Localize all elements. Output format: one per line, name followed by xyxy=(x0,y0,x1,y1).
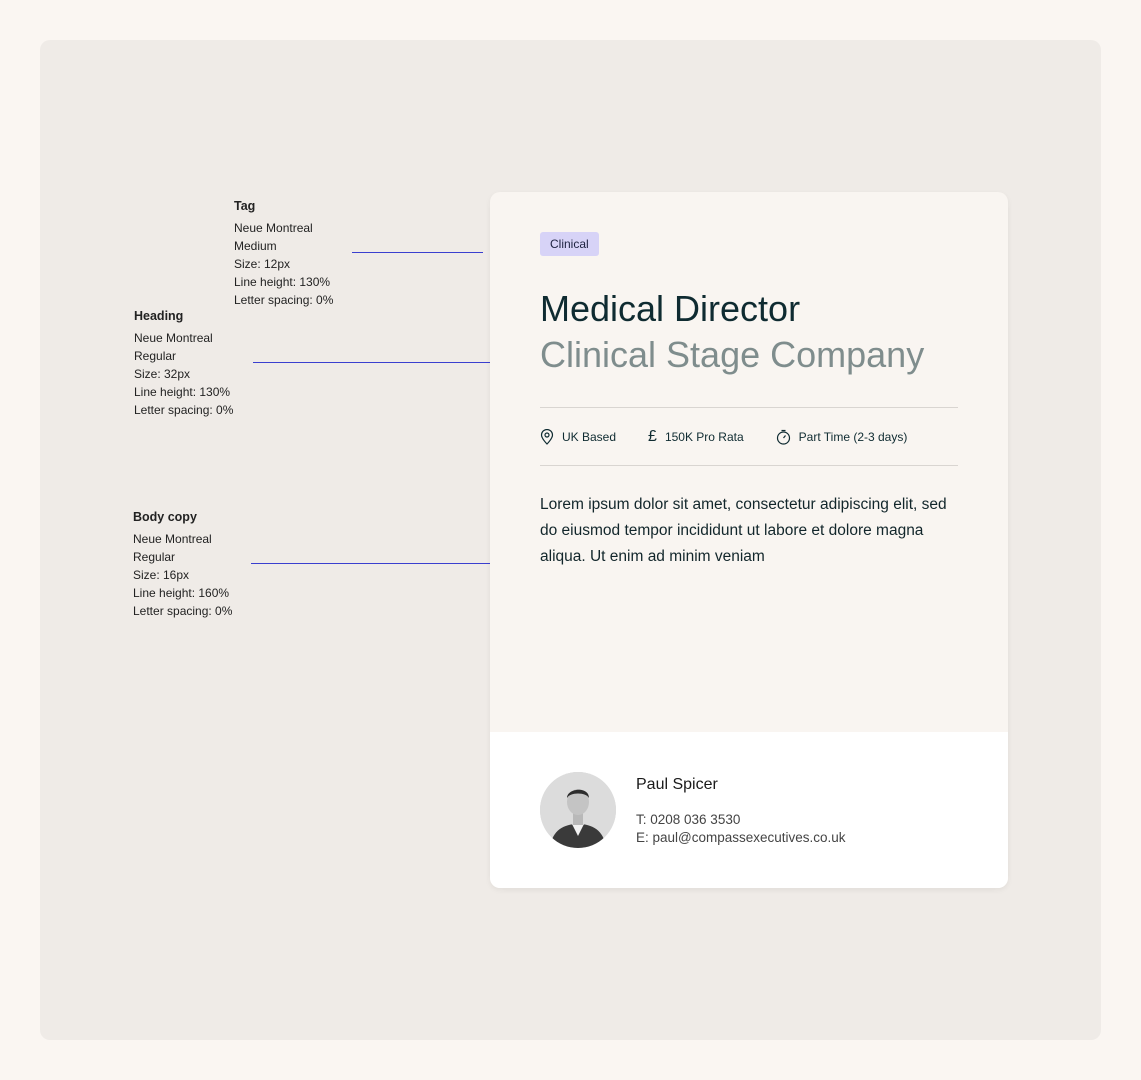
annotation-heading-title: Heading xyxy=(134,309,184,323)
annotation-heading: Heading Neue Montreal Regular Size: 32px… xyxy=(134,307,233,419)
annotation-tag-line: Size: 12px xyxy=(234,257,291,271)
annotation-body-line: Regular xyxy=(133,550,176,564)
annotation-body-line: Neue Montreal xyxy=(133,532,212,546)
map-pin-icon xyxy=(540,429,554,445)
annotation-tag-title: Tag xyxy=(234,199,256,213)
annotation-tag-line: Medium xyxy=(234,239,277,253)
annotation-tag: Tag Neue Montreal Medium Size: 12px Line… xyxy=(234,197,333,309)
job-card[interactable]: Clinical Medical Director Clinical Stage… xyxy=(490,192,1008,888)
job-meta: UK Based £ 150K Pro Rata Part Time (2-3 … xyxy=(540,426,939,448)
annotation-heading-line: Size: 32px xyxy=(134,367,191,381)
avatar xyxy=(540,772,616,848)
company-subtitle: Clinical Stage Company xyxy=(540,334,925,375)
annotation-heading-line: Letter spacing: 0% xyxy=(134,403,234,417)
divider xyxy=(540,465,958,466)
annotation-heading-line: Line height: 130% xyxy=(134,385,231,399)
category-tag[interactable]: Clinical xyxy=(540,232,599,256)
annotation-tag-line: Letter spacing: 0% xyxy=(234,293,334,307)
annotation-body-title: Body copy xyxy=(133,510,197,524)
annotation-body-line: Line height: 160% xyxy=(133,586,230,600)
job-title: Medical Director xyxy=(540,288,801,329)
contact-phone[interactable]: T: 0208 036 3530 xyxy=(636,812,741,827)
annotation-tag-leader xyxy=(352,252,483,253)
meta-time-text: Part Time (2-3 days) xyxy=(798,430,908,444)
meta-salary-text: 150K Pro Rata xyxy=(664,430,744,444)
job-description: Lorem ipsum dolor sit amet, consectetur … xyxy=(540,496,947,565)
pound-icon: £ xyxy=(648,428,657,445)
stopwatch-icon xyxy=(776,429,790,445)
annotation-body-line: Size: 16px xyxy=(133,568,190,582)
avatar-image xyxy=(540,772,616,848)
annotation-tag-line: Neue Montreal xyxy=(234,221,313,235)
contact-section: Paul Spicer T: 0208 036 3530 E: paul@com… xyxy=(490,732,1008,888)
annotation-heading-leader xyxy=(253,362,527,363)
contact-name: Paul Spicer xyxy=(636,776,718,793)
annotation-tag-line: Line height: 130% xyxy=(234,275,331,289)
meta-location: UK Based xyxy=(540,429,616,445)
annotation-heading-line: Regular xyxy=(134,349,177,363)
annotation-body-leader xyxy=(251,563,528,564)
divider xyxy=(540,407,958,408)
contact-email[interactable]: E: paul@compassexecutives.co.uk xyxy=(636,830,846,845)
meta-location-text: UK Based xyxy=(562,430,617,444)
meta-salary: £ 150K Pro Rata xyxy=(648,429,744,445)
annotation-body: Body copy Neue Montreal Regular Size: 16… xyxy=(133,508,232,620)
annotation-heading-line: Neue Montreal xyxy=(134,331,213,345)
meta-time: Part Time (2-3 days) xyxy=(776,429,908,445)
annotation-body-line: Letter spacing: 0% xyxy=(133,604,233,618)
